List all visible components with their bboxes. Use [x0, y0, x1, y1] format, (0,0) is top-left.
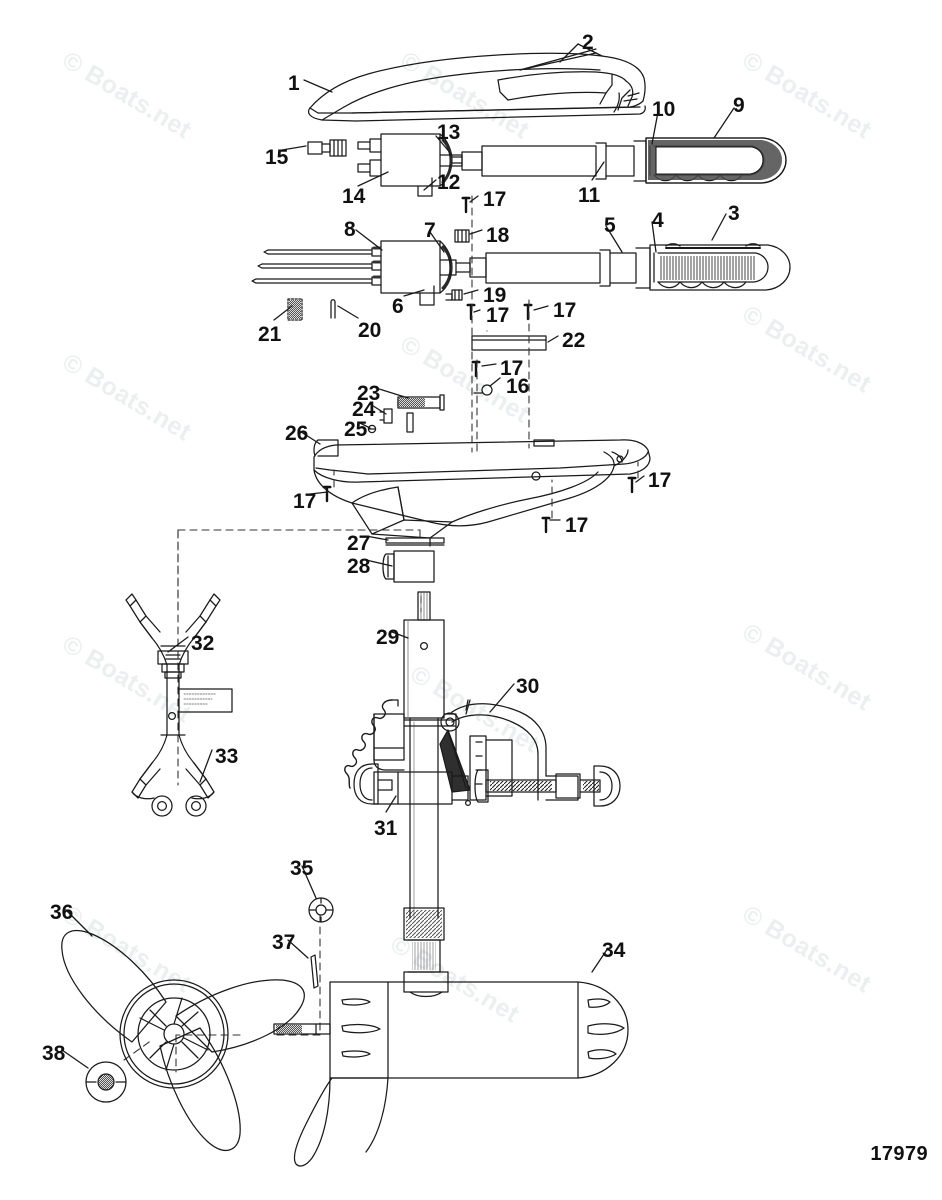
- callout-12: 12: [437, 171, 461, 194]
- callout-17c: 17: [553, 299, 577, 322]
- callout-19: 19: [483, 284, 507, 307]
- callout-2: 2: [582, 31, 594, 54]
- part-pedal-underside-hardware: [382, 537, 445, 583]
- diagram-id-label: 17979: [870, 1143, 928, 1165]
- callout-22: 22: [562, 329, 586, 352]
- part-motor-shaft: [403, 591, 445, 919]
- callout-36: 36: [50, 901, 74, 924]
- callout-25: 25: [344, 418, 368, 441]
- part-foot-pedal: [313, 439, 651, 547]
- callout-17a: 17: [483, 188, 507, 211]
- callout-5: 5: [604, 214, 616, 237]
- callout-8: 8: [344, 218, 356, 241]
- callout-33: 33: [215, 745, 239, 768]
- callout-29: 29: [376, 626, 400, 649]
- callout-34: 34: [602, 939, 626, 962]
- callout-17d: 17: [500, 357, 524, 380]
- part-shaft-threads: [403, 907, 449, 998]
- callout-10: 10: [652, 98, 676, 121]
- callout-38: 38: [42, 1042, 66, 1065]
- callout-13: 13: [437, 121, 461, 144]
- callout-3: 3: [728, 202, 740, 225]
- part-motor-housing: [273, 981, 629, 1167]
- callout-37: 37: [272, 931, 296, 954]
- callout-14: 14: [342, 185, 366, 208]
- callout-18: 18: [486, 224, 510, 247]
- callout-7: 7: [424, 219, 436, 242]
- part-prop-hardware: [85, 897, 334, 1103]
- callout-27: 27: [347, 532, 371, 555]
- callout-32: 32: [191, 632, 215, 655]
- callout-17e: 17: [293, 490, 317, 513]
- part-upper-cowl: [307, 48, 646, 122]
- callout-9: 9: [733, 94, 745, 117]
- callout-23: 23: [357, 382, 381, 405]
- callout-16: 16: [506, 375, 530, 398]
- callout-17f: 17: [648, 469, 672, 492]
- callout-31: 31: [374, 817, 398, 840]
- alignment-guides: [123, 195, 639, 1073]
- callout-30: 30: [516, 675, 540, 698]
- leader-lines: [61, 43, 735, 1069]
- callout-11: 11: [578, 184, 601, 207]
- callout-35: 35: [290, 857, 314, 880]
- part-small-hardware: [287, 229, 547, 396]
- callout-1: 1: [288, 72, 300, 95]
- callout-24: 24: [352, 398, 376, 421]
- part-bolt-hardware: [367, 394, 445, 434]
- callout-20: 20: [358, 319, 382, 342]
- part-propeller: [61, 929, 305, 1151]
- callout-28: 28: [347, 555, 371, 578]
- callout-15: 15: [265, 146, 289, 169]
- callout-17b: 17: [486, 304, 510, 327]
- part-lower-handle-assembly: [251, 240, 791, 306]
- callout-6: 6: [392, 295, 404, 318]
- callout-17g: 17: [565, 514, 589, 537]
- part-mount-bracket: [344, 699, 621, 807]
- callout-4: 4: [652, 209, 664, 232]
- callout-21: 21: [258, 323, 282, 346]
- callout-26: 26: [285, 422, 309, 445]
- part-cable-harness: [125, 593, 233, 817]
